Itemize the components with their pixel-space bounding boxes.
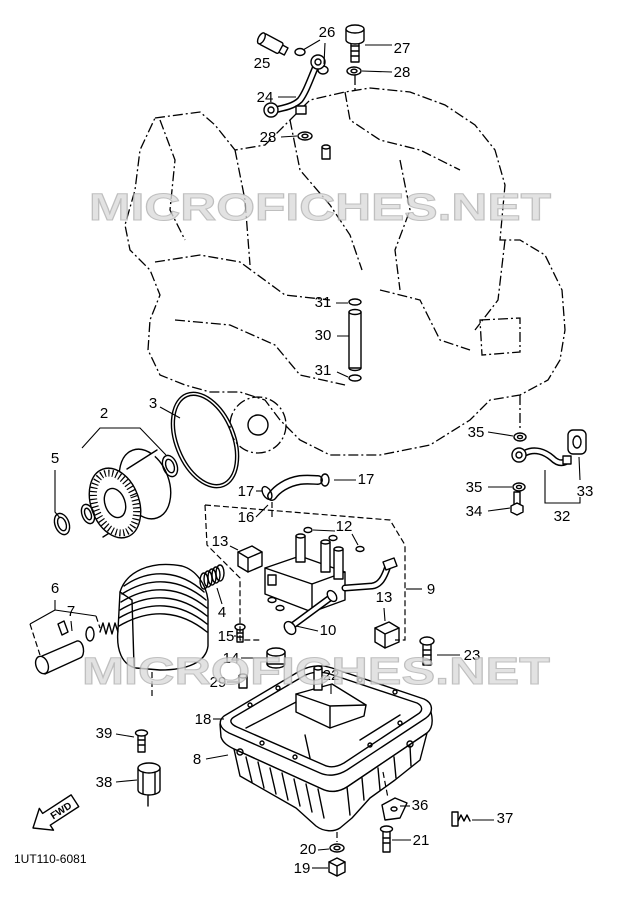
union-bolt [345, 24, 365, 63]
drain-bolt [328, 857, 346, 877]
gasket-washer-top [346, 66, 362, 76]
watermark-top: MICROFICHES.NET [89, 187, 551, 229]
pump-o-rings [303, 526, 365, 553]
damper-block-right [374, 621, 400, 649]
callout-10: 10 [320, 622, 337, 639]
pump-outlet-pipe [283, 589, 338, 636]
callout-35-lower: 35 [466, 479, 483, 496]
drain-plug [137, 762, 161, 807]
callout-7: 7 [67, 603, 75, 620]
callout-17-left: 17 [238, 483, 255, 500]
callout-15: 15 [218, 628, 235, 645]
union-bolt-lower [510, 491, 524, 516]
o-ring-large [170, 391, 240, 489]
callout-12: 12 [336, 518, 353, 535]
hose-o-rings [261, 473, 330, 501]
engine-crankcase-outline [124, 75, 566, 456]
callout-35-top: 35 [468, 424, 485, 441]
callout-21: 21 [413, 832, 430, 849]
callout-39: 39 [96, 725, 113, 742]
drain-bolt-small [134, 729, 149, 753]
pump-collar [266, 647, 286, 669]
callout-3: 3 [149, 395, 157, 412]
callout-23: 23 [464, 647, 481, 664]
oil-level-plate [381, 771, 408, 821]
callout-5: 5 [51, 450, 59, 467]
leader-lines [29, 39, 581, 869]
grommet [567, 429, 587, 455]
oil-pump-assembly [204, 504, 406, 641]
gasket-washer-lower [297, 131, 313, 141]
callout-17-right: 17 [358, 471, 375, 488]
callout-labels: 26 27 25 28 24 28 31 30 31 3 2 35 5 17 1… [51, 24, 594, 877]
callout-37: 37 [497, 810, 514, 827]
drain-gasket [329, 832, 345, 853]
oil-pipe-vertical [348, 308, 362, 372]
callout-13-right: 13 [376, 589, 393, 606]
callout-9: 9 [427, 581, 435, 598]
o-ring-spring-set [57, 620, 119, 642]
oil-hose [267, 474, 323, 520]
callout-4: 4 [218, 604, 226, 621]
callout-22: 22 [323, 667, 340, 684]
plug [256, 32, 289, 56]
relief-spring [199, 564, 225, 590]
callout-33: 33 [577, 483, 594, 500]
callout-24: 24 [257, 89, 274, 106]
callout-2: 2 [100, 405, 108, 422]
callout-38: 38 [96, 774, 113, 791]
pan-bolt-lower [379, 825, 394, 853]
callout-6: 6 [51, 580, 59, 597]
watermark-bottom: MICROFICHES.NET [82, 651, 550, 693]
breather-pipe [511, 447, 572, 467]
callout-29: 29 [210, 674, 227, 691]
callout-16: 16 [238, 509, 255, 526]
o-ring-pipe [348, 298, 362, 382]
callout-34: 34 [466, 503, 483, 520]
dowel-pin [321, 144, 331, 160]
callout-32: 32 [554, 508, 571, 525]
callout-36: 36 [412, 797, 429, 814]
oil-filter-cover [116, 563, 209, 697]
callout-26: 26 [319, 24, 336, 41]
callout-28-lower: 28 [260, 129, 277, 146]
damper-block-left [237, 545, 263, 573]
callout-27: 27 [394, 40, 411, 57]
union-washer-lower [512, 482, 526, 492]
callout-30: 30 [315, 327, 332, 344]
callout-18: 18 [195, 711, 212, 728]
callout-19: 19 [294, 860, 311, 877]
oil-filter-element [88, 448, 172, 539]
callout-31-top: 31 [315, 294, 332, 311]
pan-bolt [419, 636, 435, 666]
oil-strainer [295, 665, 367, 729]
dowel-collar [238, 673, 248, 689]
callout-31-bottom: 31 [315, 362, 332, 379]
callout-13-left: 13 [212, 533, 229, 550]
bypass-pipe [34, 640, 85, 675]
callout-25: 25 [254, 55, 271, 72]
drawing-code: 1UT110-6081 [14, 852, 87, 866]
callout-8: 8 [193, 751, 201, 768]
callout-28-top: 28 [394, 64, 411, 81]
oil-delivery-pipe [263, 54, 326, 118]
callout-14: 14 [223, 650, 240, 667]
union-washer-upper [513, 432, 527, 442]
filter-o-rings [53, 454, 179, 536]
plate-screw [451, 811, 471, 827]
callout-20: 20 [300, 841, 317, 858]
